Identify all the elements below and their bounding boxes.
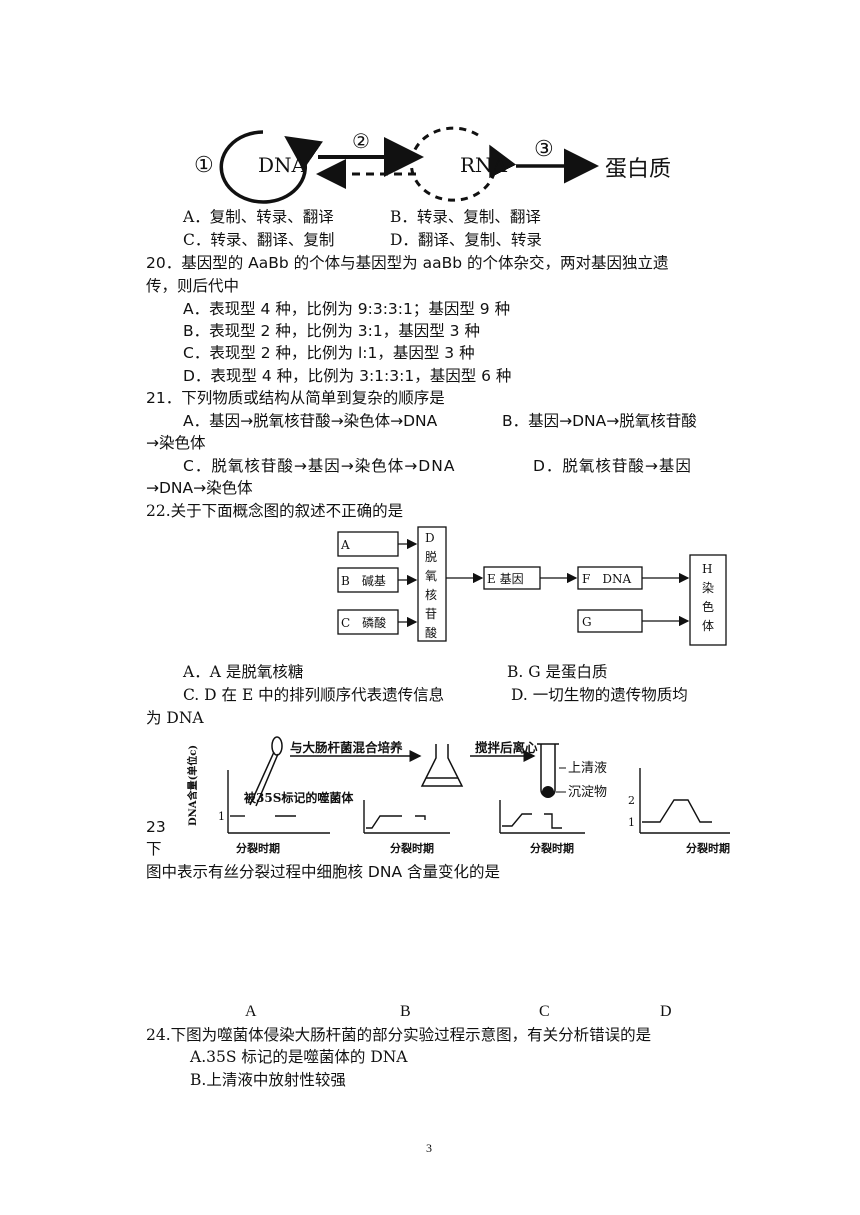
- q21-option-c: C．脱氧核苷酸→基因→染色体→DNA: [183, 457, 456, 475]
- q22-box-h-1: 染: [702, 580, 714, 595]
- graph-d: [639, 768, 730, 834]
- q22-box-h-3: 体: [702, 619, 714, 633]
- q19-flow-diagram: ① DNA ② RNA ③ 蛋白质: [194, 126, 671, 204]
- q23-xia: 下: [146, 840, 162, 858]
- q22-option-d: D. 一切生物的遗传物质均: [511, 686, 688, 704]
- q22-box-h-0: H: [702, 562, 712, 576]
- graph-a-ylabel: DNA含量(单位c): [186, 745, 199, 826]
- q20-option-a: A．表现型 4 种，比例为 9:3:3:1；基因型 9 种: [183, 300, 511, 318]
- q22-box-e: E 基因: [487, 572, 524, 586]
- exp-stir-label: 搅拌后离心: [475, 740, 538, 755]
- graph-d-tick-2: 2: [628, 794, 635, 807]
- q22-box-f: F DNA: [582, 572, 631, 586]
- q23-figure: 与大肠杆菌混合培养 搅拌后离心 上清液 沉淀物 被35S标记的噬菌体 分裂时期 …: [186, 736, 730, 855]
- q22-concept-map: A B 碱基 C 磷酸 D 脱 氧 核 苷 酸 E 基因 F DNA G H 染…: [337, 526, 727, 646]
- q22-option-d-cont: 为 DNA: [146, 709, 204, 727]
- q19-circle-3: ③: [534, 137, 554, 162]
- q22-box-d-0: D: [425, 531, 435, 545]
- replication-loop-arrow: [219, 130, 323, 204]
- q22-box-b: B 碱基: [341, 574, 386, 588]
- q20-option-b: B．表现型 2 种，比例为 3:1，基因型 3 种: [183, 322, 480, 340]
- graph-b: [363, 800, 450, 834]
- graph-a-xlabel: 分裂时期: [236, 841, 280, 855]
- q21-option-b: B．基因→DNA→脱氧核苷酸: [502, 412, 697, 430]
- q22-box-d-2: 氧: [425, 569, 437, 583]
- flask-icon: [420, 744, 464, 787]
- q22-box-g: G: [582, 615, 592, 629]
- q19-option-c: C．转录、翻译、复制: [183, 231, 335, 249]
- graph-a: [227, 770, 330, 834]
- q19-dna: DNA: [258, 153, 307, 177]
- q22-box-a: A: [340, 538, 350, 552]
- q21-option-d: D．脱氧核苷酸→基因: [533, 457, 692, 475]
- q21-stem: 21．下列物质或结构从简单到复杂的顺序是: [146, 389, 445, 407]
- graph-c-xlabel: 分裂时期: [530, 841, 574, 855]
- q21-option-b-cont: →染色体: [146, 434, 206, 452]
- q21-option-a: A．基因→脱氧核苷酸→染色体→DNA: [183, 412, 438, 430]
- graph-d-xlabel: 分裂时期: [686, 841, 730, 855]
- q22-box-d-4: 苷: [425, 607, 437, 621]
- graph-c: [499, 800, 585, 834]
- q23-option-b: B: [400, 1003, 411, 1020]
- q22-option-b: B. G 是蛋白质: [507, 663, 608, 681]
- exp-supernatant-label: 上清液: [568, 761, 607, 776]
- graph-d-tick-1: 1: [628, 816, 635, 829]
- q19-circle-2: ②: [352, 129, 370, 153]
- q19-option-d: D．翻译、复制、转录: [390, 231, 542, 249]
- page-number: 3: [426, 1141, 432, 1155]
- q21-option-d-cont: →DNA→染色体: [146, 479, 253, 497]
- q23-option-d: D: [660, 1003, 672, 1020]
- q20-stem-cont: 传，则后代中: [146, 277, 240, 295]
- q22-box-d-5: 酸: [425, 625, 437, 640]
- q19-rna: RNA: [460, 153, 508, 177]
- exp-sediment-label: 沉淀物: [568, 785, 607, 800]
- q22-box-d-1: 脱: [425, 549, 437, 564]
- pipette-icon: [249, 736, 283, 807]
- exp-phage-label: 被35S标记的噬菌体: [244, 790, 354, 805]
- q24-option-a: A.35S 标记的是噬菌体的 DNA: [190, 1048, 408, 1066]
- q20-option-c: C．表现型 2 种，比例为 l:1，基因型 3 种: [183, 344, 475, 362]
- q23-option-c: C: [539, 1003, 550, 1020]
- q19-protein: 蛋白质: [605, 157, 671, 182]
- graph-b-xlabel: 分裂时期: [390, 841, 434, 855]
- q24-stem: 24.下图为噬菌体侵染大肠杆菌的部分实验过程示意图，有关分析错误的是: [146, 1026, 652, 1044]
- q22-box-h-2: 色: [702, 600, 714, 614]
- q19-option-b: B．转录、复制、翻译: [390, 208, 541, 226]
- q20-stem: 20．基因型的 AaBb 的个体与基因型为 aaBb 的个体杂交，两对基因独立遗: [146, 254, 669, 272]
- q19-option-a: A．复制、转录、翻译: [183, 208, 334, 226]
- q24-option-b: B.上清液中放射性较强: [190, 1071, 346, 1089]
- q22-box-c: C 磷酸: [341, 615, 386, 630]
- q23-number: 23: [146, 818, 166, 836]
- q23-stem: 图中表示有丝分裂过程中细胞核 DNA 含量变化的是: [146, 863, 500, 881]
- graph-a-tick-1: 1: [218, 810, 225, 823]
- q19-circle-1: ①: [194, 153, 214, 178]
- q23-option-a: A: [245, 1003, 257, 1020]
- q22-stem: 22.关于下面概念图的叙述不正确的是: [146, 502, 404, 520]
- q20-option-d: D．表现型 4 种，比例为 3:1:3:1，基因型 6 种: [183, 367, 512, 385]
- exp-mix-label: 与大肠杆菌混合培养: [290, 740, 403, 755]
- q22-option-c: C. D 在 E 中的排列顺序代表遗传信息: [183, 686, 445, 704]
- q22-box-d-3: 核: [425, 588, 437, 602]
- q22-option-a: A．A 是脱氧核糖: [183, 663, 304, 681]
